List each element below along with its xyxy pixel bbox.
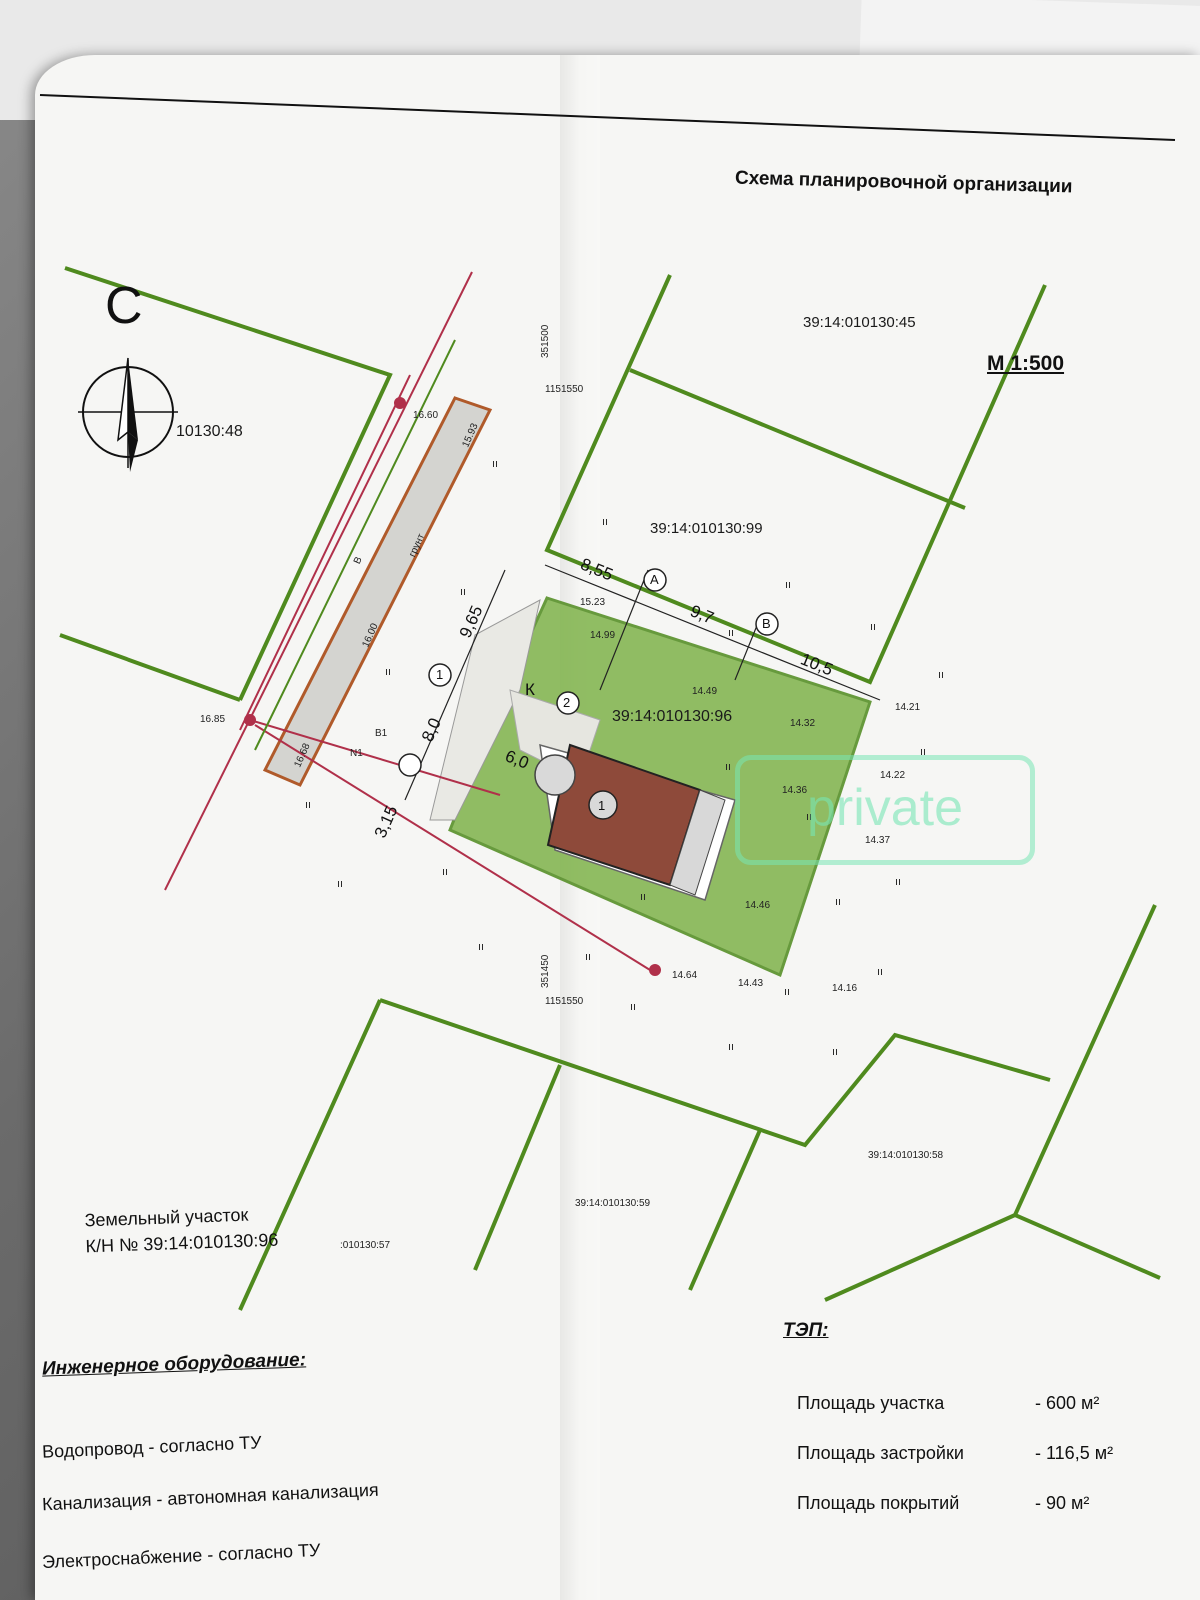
svg-text:ıı: ıı: [806, 811, 812, 823]
elevation: 14.21: [895, 702, 921, 713]
elevation: 15.23: [580, 597, 606, 608]
svg-text:ıı: ıı: [442, 866, 448, 878]
network-label-n1: N1: [350, 748, 363, 759]
svg-text:ıı: ıı: [784, 986, 790, 998]
tep-title: ТЭП:: [783, 1320, 829, 1341]
svg-text:ıı: ıı: [478, 941, 484, 953]
svg-text:ıı: ıı: [938, 669, 944, 681]
elevation: 14.32: [790, 718, 816, 729]
tep-label-coverage: Площадь покрытий: [797, 1493, 960, 1513]
north-arrow-icon: [78, 357, 178, 472]
parcel-boundaries: [59, 266, 1161, 1311]
watermark: private: [735, 755, 1035, 865]
svg-text:ıı: ıı: [492, 458, 498, 470]
elevation: 14.22: [880, 770, 906, 781]
elevation: 14.64: [672, 970, 698, 981]
elevation: 14.49: [692, 686, 718, 697]
elevation: 14.46: [745, 900, 771, 911]
svg-text:ıı: ıı: [785, 579, 791, 591]
svg-text:ıı: ıı: [305, 799, 311, 811]
elevation: 14.99: [590, 630, 616, 641]
utility-lines: [164, 271, 661, 976]
coord-x-top: 1151550: [545, 384, 584, 395]
svg-text:ıı: ıı: [630, 1001, 636, 1013]
svg-text:ıı: ıı: [832, 1046, 838, 1058]
tep-value-building: - 116,5 м²: [1035, 1443, 1114, 1463]
tep-label-building: Площадь застройки: [797, 1443, 964, 1463]
network-label-b1: В1: [375, 728, 388, 739]
ground-road: [262, 396, 493, 787]
elevation: 14.36: [782, 785, 808, 796]
elevation: 14.43: [738, 978, 764, 989]
axis-bubbles: [398, 568, 779, 777]
frame-line: [39, 94, 1176, 141]
axis-label-1: 1: [436, 667, 444, 682]
elevation: 16.60: [413, 410, 439, 421]
parcel-label-48: 10130:48: [176, 423, 243, 440]
svg-text:ıı: ıı: [835, 896, 841, 908]
tep-label-area: Площадь участка: [797, 1393, 945, 1413]
scale-label: М 1:500: [987, 352, 1065, 375]
parcel-label-59: 39:14:010130:59: [575, 1198, 651, 1209]
svg-text:ıı: ıı: [602, 516, 608, 528]
paving-area: [429, 599, 541, 821]
parcel-label-45: 39:14:010130:45: [803, 314, 916, 331]
svg-text:ıı: ıı: [895, 876, 901, 888]
svg-text:ıı: ıı: [585, 951, 591, 963]
building-number: 1: [598, 798, 606, 813]
axis-label-a: А: [650, 572, 659, 587]
svg-text:ıı: ıı: [640, 891, 646, 903]
svg-text:ıı: ıı: [728, 1041, 734, 1053]
coord-x-bottom: 1151550: [545, 996, 584, 1007]
elevation: 14.37: [865, 835, 891, 846]
svg-text:ıı: ıı: [870, 621, 876, 633]
lot-caption: Земельный участок К/Н № 39:14:010130:96: [84, 1201, 279, 1260]
dimension-lines: [404, 564, 881, 801]
coord-y-top: 351500: [540, 324, 551, 358]
svg-text:ıı: ıı: [728, 627, 734, 639]
elevation: 14.16: [832, 983, 858, 994]
svg-text:ıı: ıı: [725, 761, 731, 773]
svg-text:ıı: ıı: [385, 666, 391, 678]
north-letter: С: [105, 277, 143, 335]
svg-text:ıı: ıı: [877, 966, 883, 978]
tep-value-coverage: - 90 м²: [1035, 1493, 1090, 1513]
axis-label-2: 2: [563, 695, 571, 710]
elevation: 16.85: [200, 714, 226, 725]
axis-label-b: В: [762, 616, 771, 631]
grass-marks: ıı ıı ıı ıı ıı ıı ıı ıı ıı ıı ıı ıı ıı ıı ıı ıı ıı ı…: [305, 458, 944, 1058]
svg-text:ıı: ıı: [337, 878, 343, 890]
parcel-label-96: 39:14:010130:96: [612, 708, 733, 725]
svg-text:ıı: ıı: [920, 746, 926, 758]
parcel-label-99: 39:14:010130:99: [650, 520, 763, 537]
axis-label-k: К: [525, 680, 535, 699]
water-line: [254, 339, 456, 751]
parcel-label-58: 39:14:010130:58: [868, 1150, 944, 1161]
tep-value-area: - 600 м²: [1035, 1393, 1100, 1413]
svg-text:ıı: ıı: [460, 586, 466, 598]
building-1: [534, 743, 736, 901]
coord-y-bottom: 351450: [540, 954, 551, 988]
parcel-label-57: :010130:57: [340, 1240, 391, 1251]
